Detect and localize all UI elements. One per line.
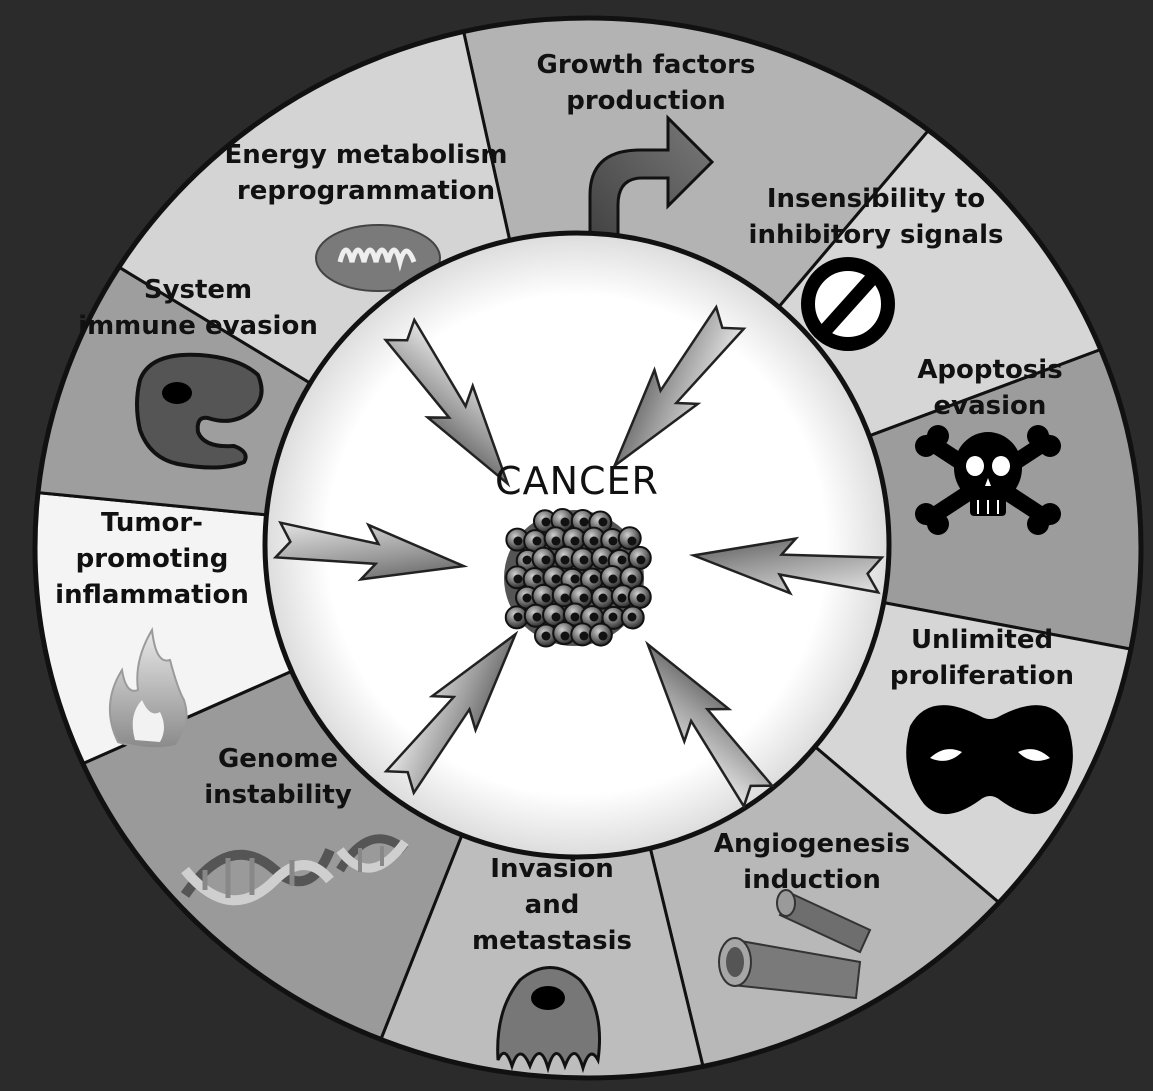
label-line: promoting xyxy=(76,544,229,574)
label-line: Angiogenesis xyxy=(714,829,910,859)
tumor-cell xyxy=(629,586,651,608)
tumor-cell xyxy=(619,527,641,549)
label-line: System xyxy=(144,275,252,305)
label-line: Growth factors xyxy=(537,50,756,80)
label-line: metastasis xyxy=(472,926,632,956)
label-line: reprogrammation xyxy=(237,176,495,206)
tumor-cell xyxy=(622,606,644,628)
tumor-cell xyxy=(592,587,614,609)
label-line: production xyxy=(566,86,726,116)
label-line: and xyxy=(525,890,580,920)
label-line: evasion xyxy=(934,391,1047,421)
tumor-cell xyxy=(572,548,594,570)
immune-cell-icon xyxy=(137,355,262,468)
tumor-cell xyxy=(590,624,612,646)
tumor-cell-cluster-icon xyxy=(504,509,651,647)
label-line: inhibitory signals xyxy=(749,220,1004,250)
label-line: immune evasion xyxy=(78,311,318,341)
label-line: Unlimited xyxy=(911,625,1053,655)
prohibition-icon xyxy=(808,264,888,344)
label-line: induction xyxy=(743,865,881,895)
label-line: instability xyxy=(204,780,352,810)
label-line: Tumor- xyxy=(101,508,203,538)
label-line: Invasion xyxy=(490,854,613,884)
label-line: proliferation xyxy=(890,661,1074,691)
label-line: Insensibility to xyxy=(767,184,985,214)
label-line: inflammation xyxy=(55,580,249,610)
label-line: Genome xyxy=(218,744,338,774)
label-line: Energy metabolism xyxy=(225,140,508,170)
label-line: Apoptosis xyxy=(917,355,1062,385)
center-title: CANCER xyxy=(495,459,659,503)
